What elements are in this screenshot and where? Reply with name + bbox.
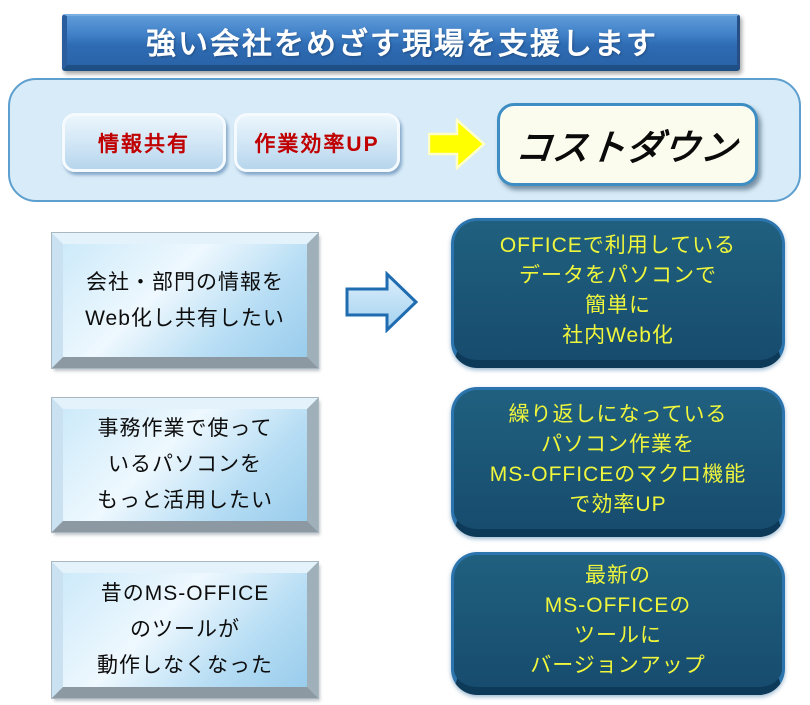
solution-box-3-text: 最新の MS-OFFICEの ツールに バージョンアップ [530, 564, 706, 677]
benefit-tag-label: 情報共有 [98, 132, 190, 156]
solution-box-2-text: 繰り返しになっている パソコン作業を MS-OFFICEのマクロ機能 で効率UP [489, 402, 747, 516]
problem-box-1-text: 会社・部門の情報を Web化し共有したい [85, 270, 285, 330]
blue-right-arrow-icon [345, 271, 419, 333]
benefit-tag-efficiency: 作業効率UP [234, 113, 400, 172]
benefit-tag-info-sharing: 情報共有 [62, 113, 226, 172]
problem-box-2-text: 事務作業で使って いるパソコンを もっと活用したい [97, 417, 273, 512]
benefit-tag-label: 作業効率UP [254, 132, 380, 156]
yellow-right-arrow-icon [428, 118, 486, 170]
page-title: 強い会社をめざす現場を支援します [146, 27, 658, 61]
solution-box-1: OFFICEで利用している データをパソコンで 簡単に 社内Web化 [451, 218, 785, 368]
problem-box-3-text: 昔のMS-OFFICE のツールが 動作しなくなった [97, 582, 273, 677]
title-banner: 強い会社をめざす現場を支援します [62, 14, 740, 71]
solution-box-2: 繰り返しになっている パソコン作業を MS-OFFICEのマクロ機能 で効率UP [451, 387, 785, 537]
problem-box-3: 昔のMS-OFFICE のツールが 動作しなくなった [51, 561, 319, 699]
cost-down-box: コストダウン [497, 103, 758, 186]
problem-box-2: 事務作業で使って いるパソコンを もっと活用したい [51, 397, 319, 533]
cost-down-label: コストダウン [514, 126, 741, 168]
solution-box-1-text: OFFICEで利用している データをパソコンで 簡単に 社内Web化 [499, 233, 737, 347]
problem-box-1: 会社・部門の情報を Web化し共有したい [51, 232, 319, 369]
solution-box-3: 最新の MS-OFFICEの ツールに バージョンアップ [451, 552, 785, 695]
